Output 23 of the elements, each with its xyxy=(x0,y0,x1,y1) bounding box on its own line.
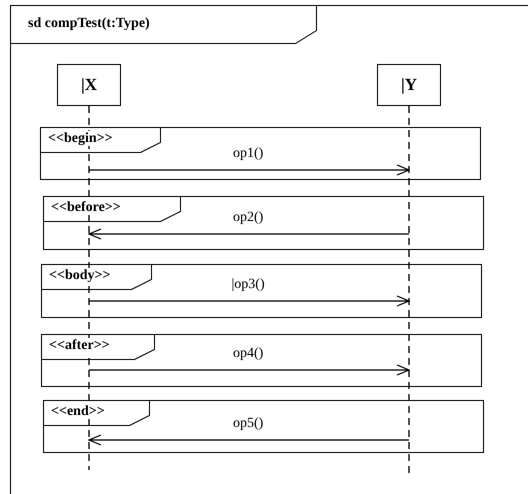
message-arrow xyxy=(89,164,410,176)
message-arrow xyxy=(88,228,409,240)
message-label: op5() xyxy=(231,416,266,432)
fragment-tab xyxy=(40,127,161,153)
message-label: op4() xyxy=(231,346,266,362)
message-label: |op3() xyxy=(230,277,267,292)
fragment-label: <<before>> xyxy=(51,200,121,216)
fragment-tab xyxy=(43,400,150,426)
fragment-tab xyxy=(41,264,152,290)
fragment-label: <<begin>> xyxy=(48,131,113,146)
fragment-label: <<end>> xyxy=(51,404,105,420)
message-arrow xyxy=(89,295,410,307)
fragment-tab xyxy=(41,334,155,360)
lifeline-name: |X xyxy=(80,75,98,95)
message-label: op2() xyxy=(231,210,266,226)
message-label: op1() xyxy=(231,146,266,162)
message-arrow xyxy=(88,434,409,446)
fragment-tab xyxy=(43,196,181,222)
message-arrow xyxy=(89,364,410,376)
fragment-label: <<after>> xyxy=(49,338,110,354)
frame-label: sd compTest(t:Type) xyxy=(28,16,150,32)
lifeline-name: |Y xyxy=(400,75,418,95)
fragment-label: <<body>> xyxy=(49,268,110,284)
